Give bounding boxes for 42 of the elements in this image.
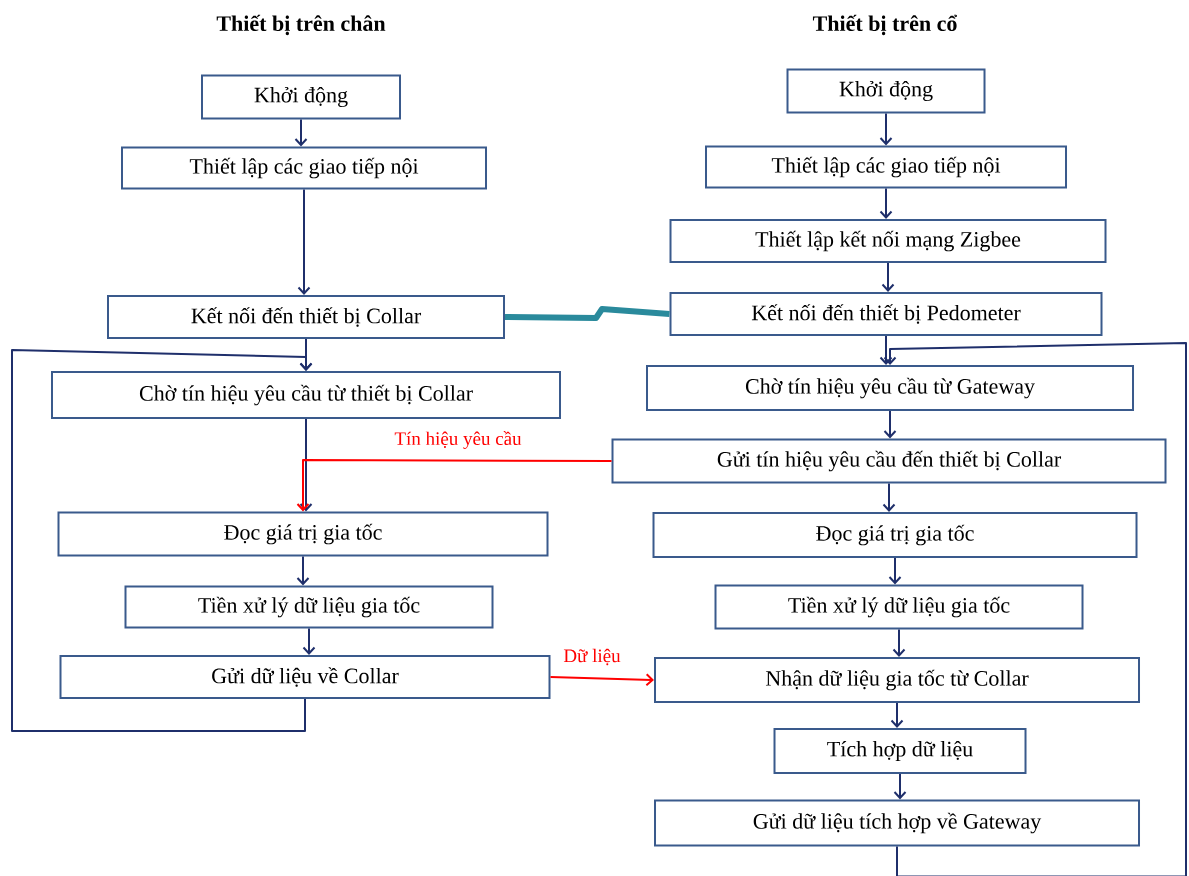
process-box: Đọc giá trị gia tốc [652, 512, 1138, 558]
arrow [892, 628, 906, 657]
arrow [297, 188, 311, 295]
arrow [549, 673, 654, 687]
process-box: Kết nối đến thiết bị Collar [107, 295, 505, 339]
process-box: Chờ tín hiệu yêu cầu từ thiết bị Collar [51, 371, 561, 419]
arrow [888, 557, 902, 585]
arrow [893, 773, 907, 800]
process-box: Gửi dữ liệu tích hợp về Gateway [654, 799, 1140, 847]
arrow [883, 342, 1187, 876]
process-box: Tiền xử lý dữ liệu gia tốc [124, 585, 494, 629]
process-box: Kết nối đến thiết bị Pedometer [669, 292, 1103, 336]
arrow [879, 335, 893, 365]
arrow [879, 112, 893, 146]
arrow [882, 482, 896, 512]
arrow [883, 410, 897, 439]
edge-label: Dữ liệu [562, 647, 622, 667]
column-heading: Thiết bị trên cổ [812, 14, 957, 36]
edge-label: Tín hiệu yêu cầu [393, 430, 523, 450]
process-box: Thiết lập các giao tiếp nội [121, 146, 487, 190]
column-heading: Thiết bị trên chân [216, 14, 386, 36]
process-box: Gửi dữ liệu về Collar [59, 655, 551, 699]
arrow [296, 555, 310, 586]
arrow [11, 349, 313, 732]
process-box: Nhận dữ liệu gia tốc từ Collar [654, 657, 1140, 703]
arrow [299, 418, 313, 512]
arrow [881, 262, 895, 292]
process-box: Khởi động [201, 74, 401, 120]
process-box: Chờ tín hiệu yêu cầu từ Gateway [646, 365, 1134, 411]
process-box: Đọc giá trị gia tốc [57, 511, 549, 557]
arrow [296, 459, 613, 512]
arrow [890, 702, 904, 728]
process-box: Thiết lập kết nối mạng Zigbee [669, 219, 1107, 263]
process-box: Khởi động [786, 68, 986, 114]
process-box: Gửi tín hiệu yêu cầu đến thiết bị Collar [611, 438, 1167, 484]
arrow [879, 187, 893, 219]
process-box: Tiền xử lý dữ liệu gia tốc [714, 584, 1084, 630]
process-box: Tích hợp dữ liệu [773, 728, 1027, 774]
lightning-bolt [504, 306, 670, 321]
arrow [302, 627, 316, 655]
arrow [294, 118, 308, 147]
process-box: Thiết lập các giao tiếp nội [705, 145, 1067, 189]
